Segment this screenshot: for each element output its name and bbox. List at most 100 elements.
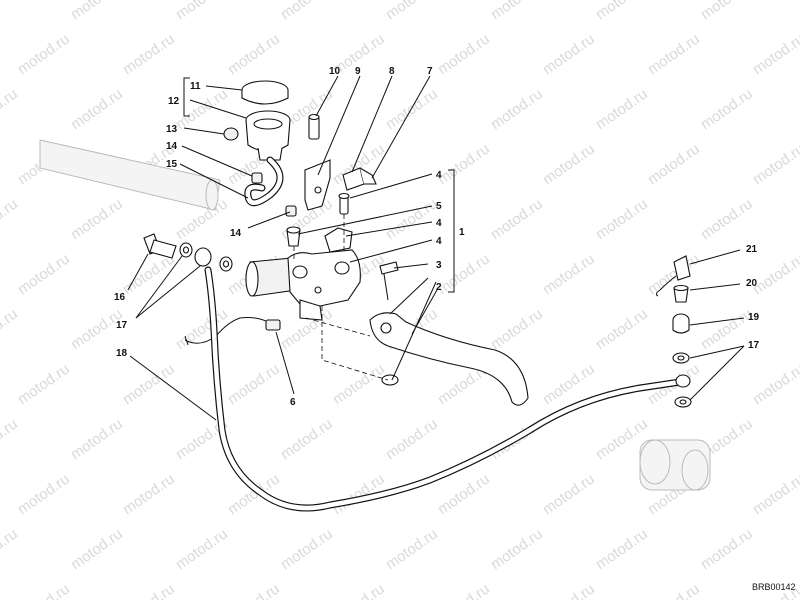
watermark-text: motod.ru (750, 360, 800, 408)
callout-14-upper: 14 (166, 141, 178, 152)
watermark-text: motod.ru (225, 30, 283, 78)
callout-9: 9 (355, 66, 361, 77)
bleeder-fittings (655, 255, 692, 408)
callout-2: 2 (436, 282, 442, 293)
watermark-text: motod.ru (330, 360, 388, 408)
watermark-text: motod.ru (540, 30, 598, 78)
watermark-text: motod.ru (698, 0, 756, 23)
callout-12: 12 (168, 96, 180, 107)
callout-14-lower: 14 (230, 228, 242, 239)
callout-11: 11 (190, 81, 201, 92)
watermark-text: motod.ru (383, 525, 441, 573)
callout-19: 19 (748, 312, 760, 323)
watermark-text: motod.ru (225, 360, 283, 408)
watermark-text: motod.ru (593, 305, 651, 353)
watermark-text: motod.ru (383, 415, 441, 463)
callout-5: 5 (436, 201, 442, 212)
watermark-text: motod.ru (750, 250, 800, 298)
watermark-text: motod.ru (120, 30, 178, 78)
reservoir-assembly (223, 80, 291, 161)
callout-4-middle: 4 (436, 218, 442, 229)
watermark-text: motod.ru (15, 470, 73, 518)
watermark-text: motod.ru (435, 140, 493, 188)
watermark-text: motod.ru (0, 525, 21, 573)
watermark-text: motod.ru (15, 580, 73, 600)
callout-6: 6 (290, 397, 296, 408)
watermark-text: motod.ru (0, 305, 21, 353)
callout-labels: 11 12 13 14 15 14 10 9 8 7 4 5 4 4 1 3 2… (114, 66, 760, 408)
watermark-text: motod.ru (750, 140, 800, 188)
watermark-text: motod.ru (488, 305, 546, 353)
group-brackets (183, 77, 455, 293)
callout-4-top: 4 (436, 170, 442, 181)
watermark-text: motod.ru (750, 30, 800, 78)
watermark-text: motod.ru (698, 525, 756, 573)
watermark-text: motod.ru (278, 0, 336, 23)
watermark-text: motod.ru (488, 85, 546, 133)
watermark-text: motod.ru (698, 85, 756, 133)
watermark-text: motod.ru (488, 195, 546, 243)
watermark-text: motod.ru (593, 525, 651, 573)
watermark-text: motod.ru (330, 580, 388, 600)
banjo-bolt-set (143, 233, 233, 272)
callout-18: 18 (116, 348, 128, 359)
watermark-text: motod.ru (698, 195, 756, 243)
callout-3-upper: 3 (436, 260, 442, 271)
callout-20: 20 (746, 278, 758, 289)
watermark-text: motod.ru (68, 85, 126, 133)
master-cylinder-body (245, 249, 361, 321)
callout-15: 15 (166, 159, 178, 170)
watermark-text: motod.ru (68, 525, 126, 573)
watermark-text: motod.ru (15, 360, 73, 408)
watermark-text: motod.ru (0, 0, 21, 23)
callout-8: 8 (389, 66, 395, 77)
watermark-text: motod.ru (173, 0, 231, 23)
watermark-text: motod.ru (540, 250, 598, 298)
handlebar-ghost (39, 139, 221, 211)
watermark-text: motod.ru (120, 470, 178, 518)
watermark-text: motod.ru (278, 415, 336, 463)
watermark-text: motod.ru (435, 30, 493, 78)
callout-21: 21 (746, 244, 758, 255)
watermark-text: motod.ru (435, 580, 493, 600)
mount-bracket (304, 113, 377, 211)
callout-4-bottom: 4 (436, 236, 442, 247)
callout-13: 13 (166, 124, 178, 135)
watermark-text: motod.ru (225, 470, 283, 518)
callout-17-right: 17 (748, 340, 760, 351)
watermark-text: motod.ru (750, 470, 800, 518)
watermark-text: motod.ru (593, 195, 651, 243)
callout-1: 1 (459, 227, 465, 238)
watermark-text: motod.ru (383, 0, 441, 23)
watermark-text: motod.ru (540, 580, 598, 600)
slave-cylinder-ghost (639, 439, 711, 491)
callout-17-left: 17 (116, 320, 128, 331)
watermark-text: motod.ru (488, 525, 546, 573)
watermark-text: motod.ru (173, 525, 231, 573)
leader-lines (127, 75, 745, 421)
watermark-text: motod.ru (383, 195, 441, 243)
watermark-text: motod.ru (593, 85, 651, 133)
watermark-text: motod.ru (645, 30, 703, 78)
callout-10: 10 (329, 66, 341, 77)
drawing-code: BRB00142 (752, 582, 796, 592)
watermark-text: motod.ru (120, 360, 178, 408)
clutch-hose (204, 266, 691, 512)
watermark-text: motod.ru (0, 85, 21, 133)
callout-7: 7 (427, 66, 433, 77)
watermark-text: motod.ru (435, 250, 493, 298)
watermark-text: motod.ru (0, 415, 21, 463)
watermark-text: motod.ru (68, 415, 126, 463)
watermark-text: motod.ru (645, 140, 703, 188)
clutch-switch (184, 317, 281, 346)
clutch-lever (369, 312, 529, 406)
watermark-text: motod.ru (383, 85, 441, 133)
watermark-text: motod.ru (645, 580, 703, 600)
watermark-text: motod.ru (540, 470, 598, 518)
watermark-text: motod.ru (593, 0, 651, 23)
callout-16: 16 (114, 292, 126, 303)
watermark-text: motod.ru (68, 0, 126, 23)
watermark-text: motod.ru (645, 250, 703, 298)
